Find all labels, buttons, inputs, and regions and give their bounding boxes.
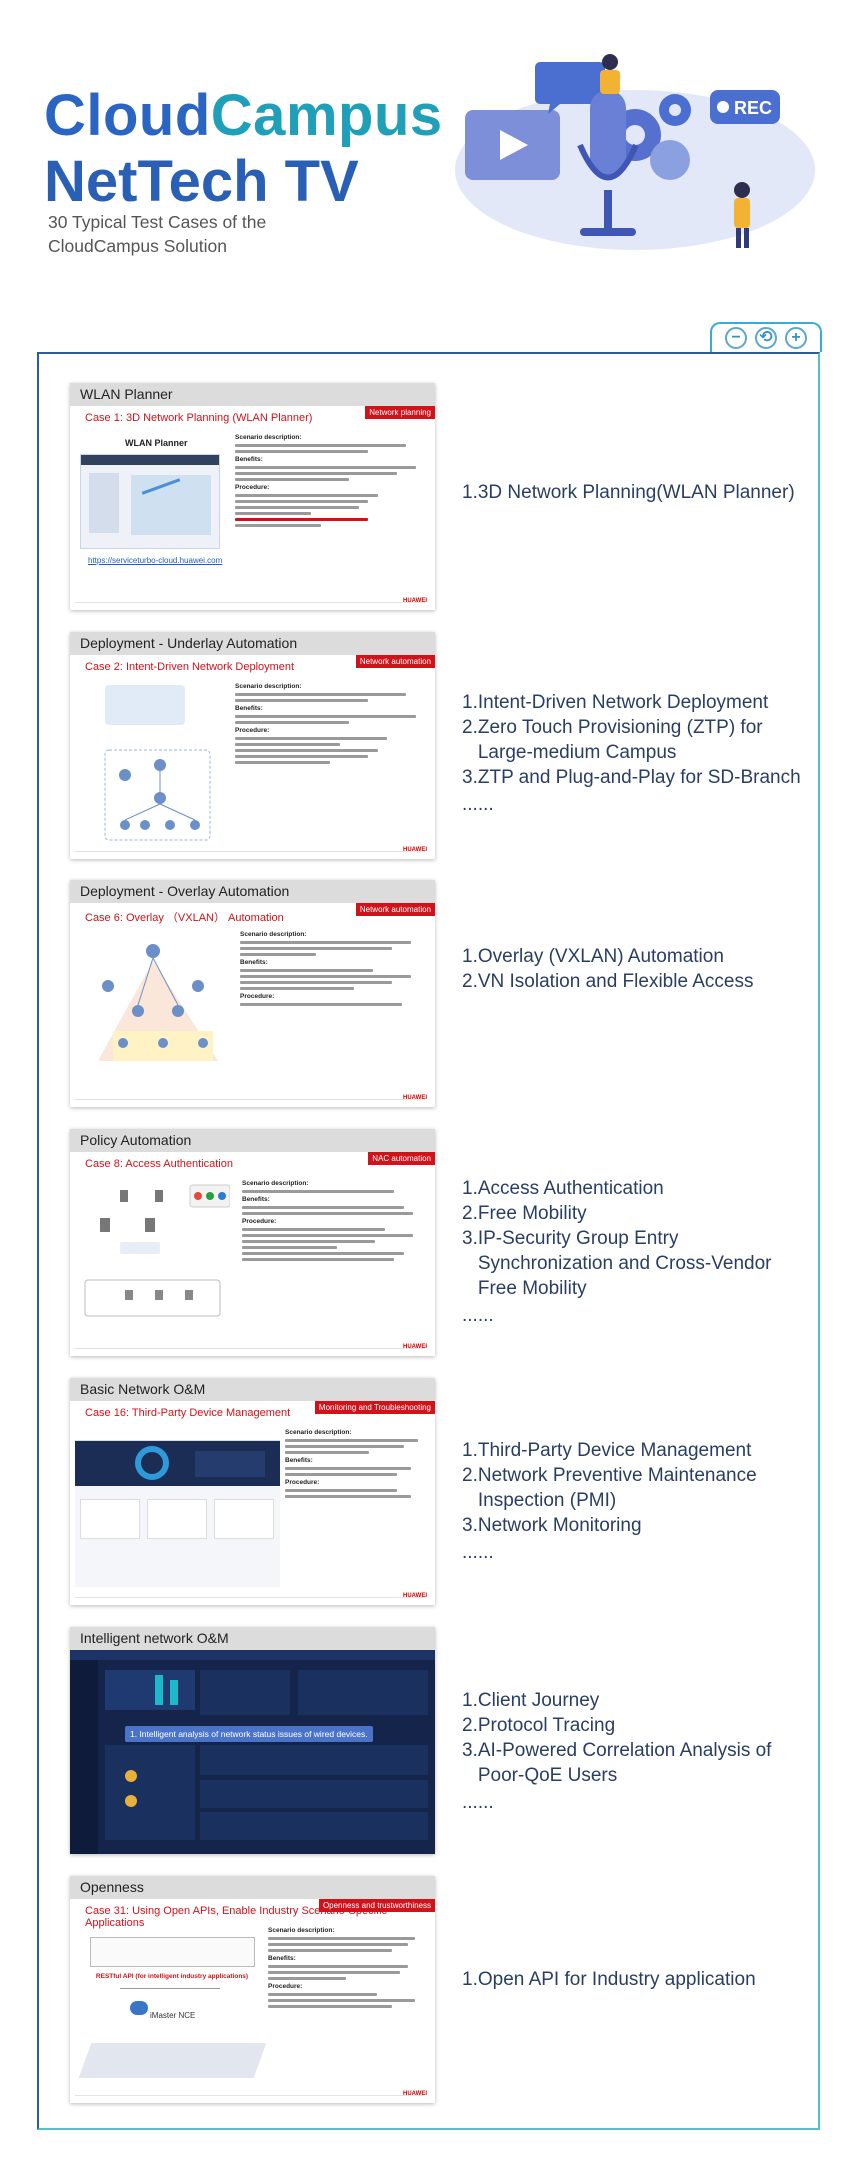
content-frame xyxy=(37,352,820,2130)
category-tag: Network planning xyxy=(365,406,435,419)
case-list-2: 1. Intent-Driven Network Deployment 2. Z… xyxy=(462,690,812,817)
category-tag: Openness and trustworthiness xyxy=(318,1899,435,1912)
slide-thumbnail: Case 16: Third-Party Device Management M… xyxy=(70,1401,435,1605)
description-column: Scenario description: Benefits: Procedur… xyxy=(242,1180,432,1264)
list-item[interactable]: 2. Protocol Tracing xyxy=(462,1715,616,1736)
svg-text:REC: REC xyxy=(734,98,772,118)
description-column: Scenario description: Benefits: Procedur… xyxy=(235,683,425,767)
banner-title: CloudCampus xyxy=(44,83,443,148)
list-item[interactable]: 1.Third-Party Device Management xyxy=(462,1440,752,1461)
category-tag: Network automation xyxy=(355,903,435,916)
list-item[interactable]: 1. Open API for Industry application xyxy=(462,1969,756,1990)
case-title: Case 16: Third-Party Device Management xyxy=(85,1407,291,1419)
category-tag: NAC automation xyxy=(368,1152,435,1165)
description-column: Scenario description: Benefits: Procedur… xyxy=(268,1927,423,2011)
huawei-logo: HUAWEI xyxy=(403,2091,427,2097)
case-list-5: 1.Third-Party Device Management 2. Netwo… xyxy=(462,1438,812,1565)
more-ellipsis: ...... xyxy=(462,1305,494,1326)
slide-thumbnail: Case 2: Intent-Driven Network Deployment… xyxy=(70,655,435,859)
microphone-icon xyxy=(590,90,626,180)
list-item[interactable]: 2. Free Mobility xyxy=(462,1203,587,1224)
section-underlay-automation[interactable]: Deployment - Underlay Automation Case 2:… xyxy=(70,632,435,859)
section-header: Intelligent network O&M xyxy=(70,1627,435,1650)
huawei-logo: HUAWEI xyxy=(403,1593,427,1599)
section-header: Basic Network O&M xyxy=(70,1378,435,1401)
section-header: Policy Automation xyxy=(70,1129,435,1152)
section-basic-network-om[interactable]: Basic Network O&M Case 16: Third-Party D… xyxy=(70,1378,435,1605)
list-item[interactable]: 2. VN Isolation and Flexible Access xyxy=(462,971,754,992)
case-list-1: 1. 3D Network Planning(WLAN Planner) xyxy=(462,480,812,505)
list-item[interactable]: 2. Zero Touch Provisioning (ZTP) for Lar… xyxy=(462,717,763,763)
topology-diagram xyxy=(104,685,211,841)
huawei-logo: HUAWEI xyxy=(403,598,427,604)
list-item[interactable]: 3. IP-Security Group Entry Synchronizati… xyxy=(462,1228,772,1299)
description-column: Scenario description: Benefits: Procedur… xyxy=(235,434,425,530)
section-openness[interactable]: Openness Case 31: Using Open APIs, Enabl… xyxy=(70,1876,435,2103)
category-tag: Monitoring and Troubleshooting xyxy=(314,1401,435,1414)
section-wlan-planner[interactable]: WLAN Planner Case 1: 3D Network Planning… xyxy=(70,383,435,610)
list-item[interactable]: 3. Network Monitoring xyxy=(462,1515,642,1536)
slide-thumbnail: Case 1: 3D Network Planning (WLAN Planne… xyxy=(70,406,435,610)
podcast-illustration: REC xyxy=(455,54,815,250)
huawei-logo: HUAWEI xyxy=(403,847,427,853)
zoom-out-button[interactable]: − xyxy=(725,327,747,349)
list-item[interactable]: 1. Overlay (VXLAN) Automation xyxy=(462,946,724,967)
description-column: Scenario description: Benefits: Procedur… xyxy=(285,1429,425,1501)
section-header: WLAN Planner xyxy=(70,383,435,406)
list-item[interactable]: 1. Access Authentication xyxy=(462,1178,664,1199)
case-title: Case 31: Using Open APIs, Enable Industr… xyxy=(85,1905,388,1929)
list-item[interactable]: 1. Client Journey xyxy=(462,1690,600,1711)
more-ellipsis: ...... xyxy=(462,1792,494,1813)
slide-thumbnail: Case 31: Using Open APIs, Enable Industr… xyxy=(70,1899,435,2103)
dashboard-screenshot xyxy=(75,1427,280,1587)
zoom-reset-button[interactable]: ⟲ xyxy=(755,327,777,349)
case-list-7: 1. Open API for Industry application xyxy=(462,1967,812,1992)
slide-thumbnail: Case 8: Access Authentication NAC automa… xyxy=(70,1152,435,1356)
category-tag: Network automation xyxy=(355,655,435,668)
list-item[interactable]: 3. AI-Powered Correlation Analysis of Po… xyxy=(462,1740,772,1786)
section-header: Openness xyxy=(70,1876,435,1899)
banner: CloudCampus NetTech TV 30 Typical Test C… xyxy=(0,0,860,300)
huawei-logo: HUAWEI xyxy=(403,1344,427,1350)
section-header: Deployment - Overlay Automation xyxy=(70,880,435,903)
section-intelligent-network-om[interactable]: Intelligent network O&M 1. Intelligent a… xyxy=(70,1627,435,1854)
case-list-6: 1. Client Journey 2. Protocol Tracing 3.… xyxy=(462,1688,812,1815)
huawei-logo: HUAWEI xyxy=(403,1095,427,1101)
zoom-controls: − ⟲ + xyxy=(710,322,822,352)
wlan-planner-screenshot xyxy=(80,454,220,549)
more-ellipsis: ...... xyxy=(462,794,494,815)
nce-label: iMaster NCE xyxy=(150,2011,196,2020)
list-item[interactable]: 1. 3D Network Planning(WLAN Planner) xyxy=(462,482,795,503)
case-title: Case 2: Intent-Driven Network Deployment xyxy=(85,661,295,673)
more-ellipsis: ...... xyxy=(462,1542,494,1563)
analysis-overlay-label: 1. Intelligent analysis of network statu… xyxy=(125,1726,373,1742)
banner-title-line2: NetTech TV xyxy=(44,149,359,214)
rec-badge xyxy=(710,90,780,124)
case-title: Case 8: Access Authentication xyxy=(85,1158,233,1170)
serviceturbo-link[interactable]: https://serviceturbo-cloud.huawei.com xyxy=(88,556,223,565)
openness-diagram: RESTful API (for intelligent industry ap… xyxy=(78,1933,267,2088)
case-list-3: 1. Overlay (VXLAN) Automation 2. VN Isol… xyxy=(462,944,812,994)
list-item[interactable]: 2. Network Preventive Maintenance Inspec… xyxy=(462,1465,757,1511)
section-header: Deployment - Underlay Automation xyxy=(70,632,435,655)
list-item[interactable]: 1. Intent-Driven Network Deployment xyxy=(462,692,769,713)
banner-subtitle: 30 Typical Test Cases of the CloudCampus… xyxy=(48,212,267,256)
case-list-4: 1. Access Authentication 2. Free Mobilit… xyxy=(462,1176,812,1328)
slide-thumbnail: 1. Intelligent analysis of network statu… xyxy=(70,1650,435,1854)
shot-title: WLAN Planner xyxy=(125,438,188,448)
description-column: Scenario description: Benefits: Procedur… xyxy=(240,931,430,1009)
zoom-in-button[interactable]: + xyxy=(785,327,807,349)
section-overlay-automation[interactable]: Deployment - Overlay Automation Case 6: … xyxy=(70,880,435,1107)
restful-api-label: RESTful API (for intelligent industry ap… xyxy=(95,1973,249,1980)
case-title: Case 6: Overlay （VXLAN） Automation xyxy=(85,912,284,924)
section-policy-automation[interactable]: Policy Automation Case 8: Access Authent… xyxy=(70,1129,435,1356)
authentication-diagram xyxy=(84,1184,230,1317)
list-item[interactable]: 3. ZTP and Plug-and-Play for SD-Branch xyxy=(462,767,801,788)
vxlan-diagram xyxy=(98,944,218,1061)
slide-thumbnail: Case 6: Overlay （VXLAN） Automation Netwo… xyxy=(70,903,435,1107)
case-title: Case 1: 3D Network Planning (WLAN Planne… xyxy=(85,412,313,424)
